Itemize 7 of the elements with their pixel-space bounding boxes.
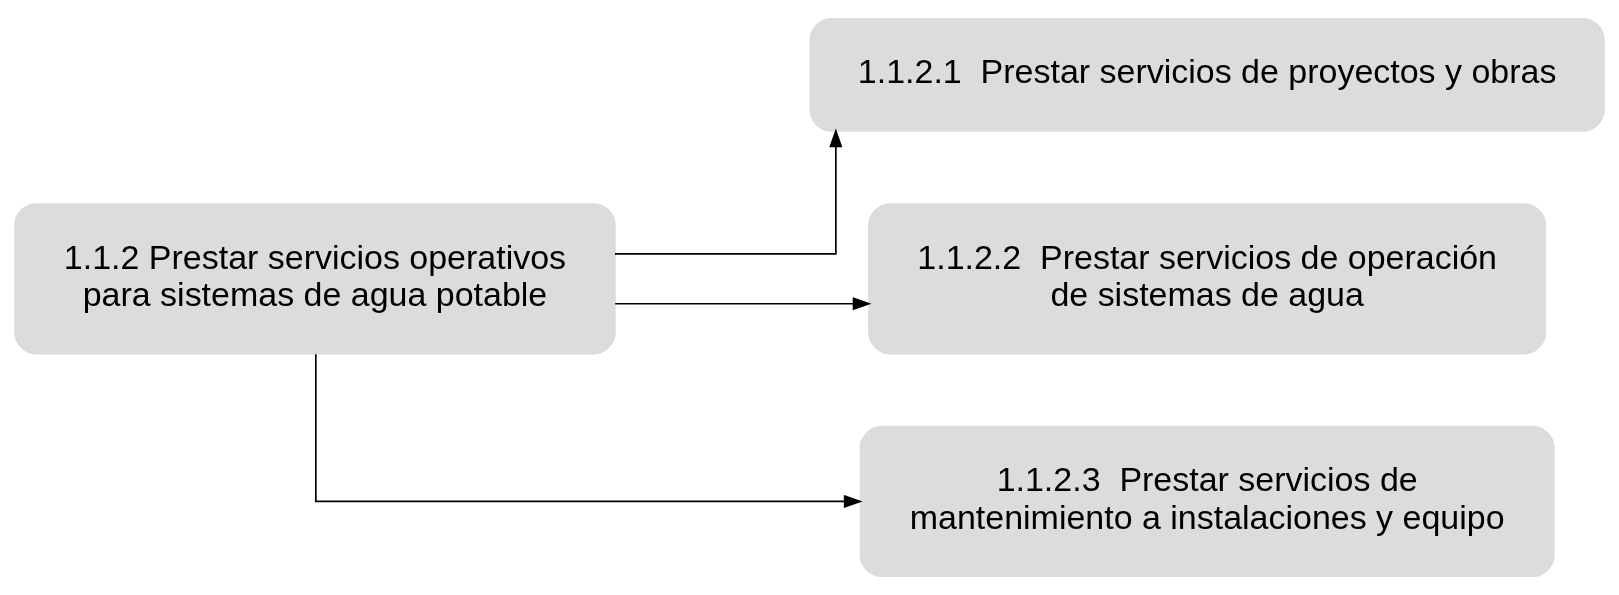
arrow [314, 353, 863, 508]
node-box: 1.1.2.3 Prestar servicios de mantenimiento a instalaciones y equipo [859, 425, 1555, 578]
arrow [614, 297, 872, 311]
node-box: 1.1.2 Prestar servicios operativos para sistemas de agua potable [14, 203, 616, 355]
node-box: 1.1.2.1 Prestar servicios de proyectos y obras [809, 17, 1605, 132]
node-box: 1.1.2.2 Prestar servicios de operación de sistemas de agua [868, 203, 1547, 355]
arrow [614, 128, 843, 255]
